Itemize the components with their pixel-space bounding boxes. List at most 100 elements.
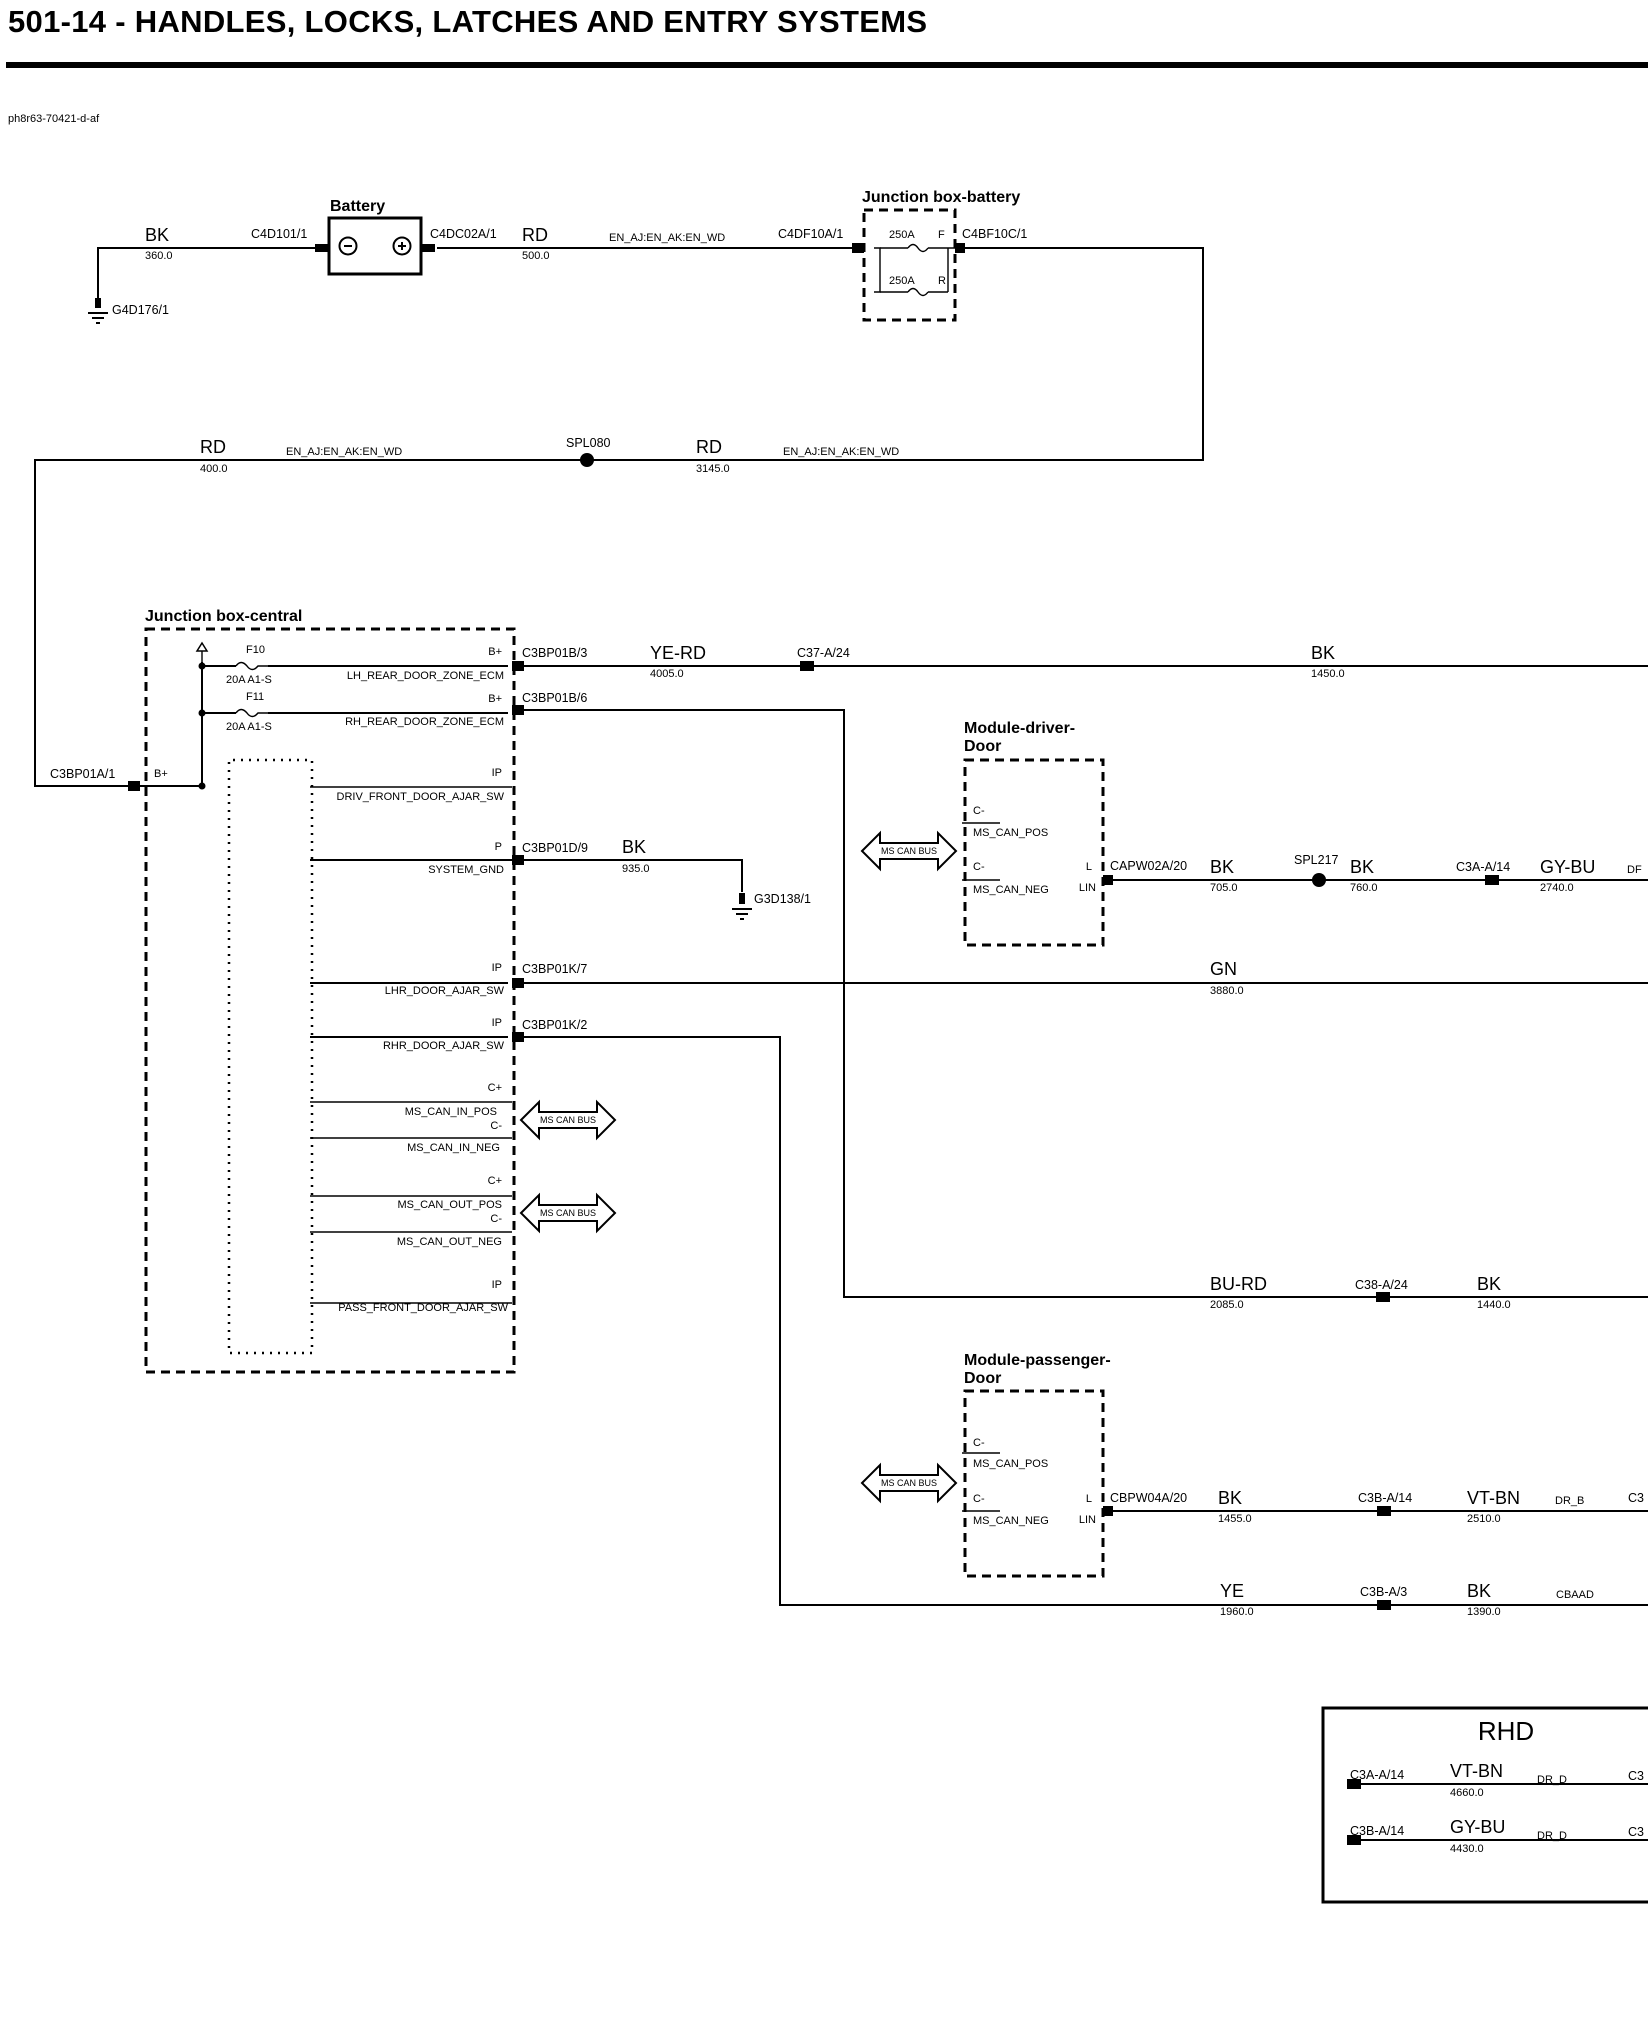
svg-text:MS_CAN_IN_NEG: MS_CAN_IN_NEG (407, 1142, 500, 1154)
svg-text:705.0: 705.0 (1210, 882, 1238, 894)
module-passenger-door (963, 1389, 1105, 1578)
driver-door-pins: C- MS_CAN_POS C- MS_CAN_NEG L LIN (973, 805, 1096, 896)
svg-text:C+: C+ (488, 1082, 502, 1094)
can-bus-arrow-passenger: MS CAN BUS (860, 1462, 958, 1504)
svg-text:BK: BK (145, 225, 169, 245)
svg-text:LHR_DOOR_AJAR_SW: LHR_DOOR_AJAR_SW (385, 985, 505, 997)
svg-text:C3BP01D/9: C3BP01D/9 (522, 841, 588, 855)
svg-text:SYSTEM_GND: SYSTEM_GND (428, 864, 504, 876)
ground-label: G3D138/1 (754, 892, 811, 906)
svg-text:C-: C- (973, 805, 985, 817)
svg-text:RD: RD (696, 437, 722, 457)
svg-text:IP: IP (492, 1017, 502, 1029)
svg-text:4005.0: 4005.0 (650, 668, 684, 680)
svg-text:LH_REAR_DOOR_ZONE_ECM: LH_REAR_DOOR_ZONE_ECM (347, 670, 504, 682)
svg-text:MS_CAN_POS: MS_CAN_POS (973, 827, 1048, 839)
svg-text:C-: C- (973, 1437, 985, 1449)
svg-text:MS_CAN_NEG: MS_CAN_NEG (973, 884, 1049, 896)
svg-text:PASS_FRONT_DOOR_AJAR_SW: PASS_FRONT_DOOR_AJAR_SW (338, 1302, 508, 1314)
svg-text:3880.0: 3880.0 (1210, 985, 1244, 997)
svg-text:GN: GN (1210, 959, 1237, 979)
svg-text:C4DC02A/1: C4DC02A/1 (430, 227, 497, 241)
wire-central-bplus-bus (134, 662, 508, 787)
wire-jbb-feed (34, 247, 1204, 787)
junction-box-central (144, 627, 516, 1374)
svg-text:400.0: 400.0 (200, 463, 228, 475)
svg-text:EN_AJ:EN_AK:EN_WD: EN_AJ:EN_AK:EN_WD (286, 446, 402, 458)
svg-text:DR_D: DR_D (1537, 1774, 1567, 1786)
connector-pins (128, 243, 1499, 1845)
fuse-label: R (938, 275, 946, 287)
svg-text:C-: C- (490, 1120, 502, 1132)
svg-text:B+: B+ (488, 693, 502, 705)
svg-text:C3A-A/14: C3A-A/14 (1456, 860, 1510, 874)
junction-dot (198, 782, 206, 790)
svg-text:VT-BN: VT-BN (1450, 1761, 1503, 1781)
ground-label: G4D176/1 (112, 303, 169, 317)
can-bus-arrow-can-in: MS CAN BUS (519, 1099, 617, 1141)
svg-text:C37-A/24: C37-A/24 (797, 646, 850, 660)
svg-text:CBAAD: CBAAD (1556, 1589, 1594, 1601)
svg-text:C+: C+ (488, 1175, 502, 1187)
svg-text:1455.0: 1455.0 (1218, 1513, 1252, 1525)
svg-text:BU-RD: BU-RD (1210, 1274, 1267, 1294)
junction-dot (198, 709, 206, 717)
splice-spl217 (1312, 873, 1326, 887)
svg-text:C3BP01K/2: C3BP01K/2 (522, 1018, 587, 1032)
svg-text:MS CAN BUS: MS CAN BUS (540, 1115, 596, 1125)
splice-label: SPL217 (1294, 853, 1339, 867)
svg-text:IP: IP (492, 767, 502, 779)
svg-text:MS CAN BUS: MS CAN BUS (881, 846, 937, 856)
svg-text:IP: IP (492, 962, 502, 974)
svg-text:C3BP01A/1: C3BP01A/1 (50, 767, 115, 781)
svg-text:C4DF10A/1: C4DF10A/1 (778, 227, 843, 241)
jb-battery-label: Junction box-battery (862, 189, 1020, 206)
svg-text:DRIV_FRONT_DOOR_AJAR_SW: DRIV_FRONT_DOOR_AJAR_SW (337, 791, 505, 803)
svg-text:MS_CAN_OUT_POS: MS_CAN_OUT_POS (397, 1199, 502, 1211)
module-driver-door (963, 758, 1105, 947)
svg-text:760.0: 760.0 (1350, 882, 1378, 894)
svg-text:C3B-A/14: C3B-A/14 (1358, 1491, 1412, 1505)
internal-pin-lines (310, 786, 1000, 1512)
splice-spl080 (580, 453, 594, 467)
svg-text:C3A-A/14: C3A-A/14 (1350, 1768, 1404, 1782)
svg-text:C4D101/1: C4D101/1 (251, 227, 307, 241)
svg-text:RH_REAR_DOOR_ZONE_ECM: RH_REAR_DOOR_ZONE_ECM (345, 716, 504, 728)
svg-text:C3BP01B/6: C3BP01B/6 (522, 691, 587, 705)
svg-text:2510.0: 2510.0 (1467, 1513, 1501, 1525)
svg-text:L: L (1086, 861, 1092, 873)
svg-text:C3BP01K/7: C3BP01K/7 (522, 962, 587, 976)
svg-text:EN_AJ:EN_AK:EN_WD: EN_AJ:EN_AK:EN_WD (609, 232, 725, 244)
svg-text:500.0: 500.0 (522, 250, 550, 262)
svg-text:B+: B+ (488, 646, 502, 658)
junction-dot (198, 662, 206, 670)
wire-system-gnd (310, 859, 743, 892)
svg-text:C3B-A/14: C3B-A/14 (1350, 1824, 1404, 1838)
rhd-box (1321, 1706, 1648, 1904)
svg-text:L: L (1086, 1493, 1092, 1505)
svg-text:BK: BK (1477, 1274, 1501, 1294)
svg-text:BK: BK (1350, 857, 1374, 877)
svg-text:VT-BN: VT-BN (1467, 1488, 1520, 1508)
svg-text:GY-BU: GY-BU (1450, 1817, 1505, 1837)
fuse-rating: 20A A1-S (226, 721, 272, 733)
can-bus-arrow-driver: MS CAN BUS (860, 830, 958, 872)
svg-text:DR_D: DR_D (1537, 1830, 1567, 1842)
svg-text:BK: BK (1218, 1488, 1242, 1508)
passenger-door-pins: C- MS_CAN_POS C- MS_CAN_NEG L LIN (973, 1437, 1096, 1527)
svg-text:EN_AJ:EN_AK:EN_WD: EN_AJ:EN_AK:EN_WD (783, 446, 899, 458)
jb-central-label: Junction box-central (145, 608, 302, 625)
svg-text:4660.0: 4660.0 (1450, 1787, 1484, 1799)
svg-text:C-: C- (973, 861, 985, 873)
svg-text:MS CAN BUS: MS CAN BUS (540, 1208, 596, 1218)
wire-bk-ground (97, 247, 318, 305)
svg-text:1390.0: 1390.0 (1467, 1606, 1501, 1618)
passenger-door-label: Module-passenger- (964, 1352, 1111, 1369)
svg-text:935.0: 935.0 (622, 863, 650, 875)
svg-text:C3: C3 (1628, 1825, 1644, 1839)
svg-text:BK: BK (1311, 643, 1335, 663)
rhd-label: RHD (1478, 1716, 1534, 1746)
svg-text:MS_CAN_IN_POS: MS_CAN_IN_POS (405, 1106, 497, 1118)
svg-text:360.0: 360.0 (145, 250, 173, 262)
